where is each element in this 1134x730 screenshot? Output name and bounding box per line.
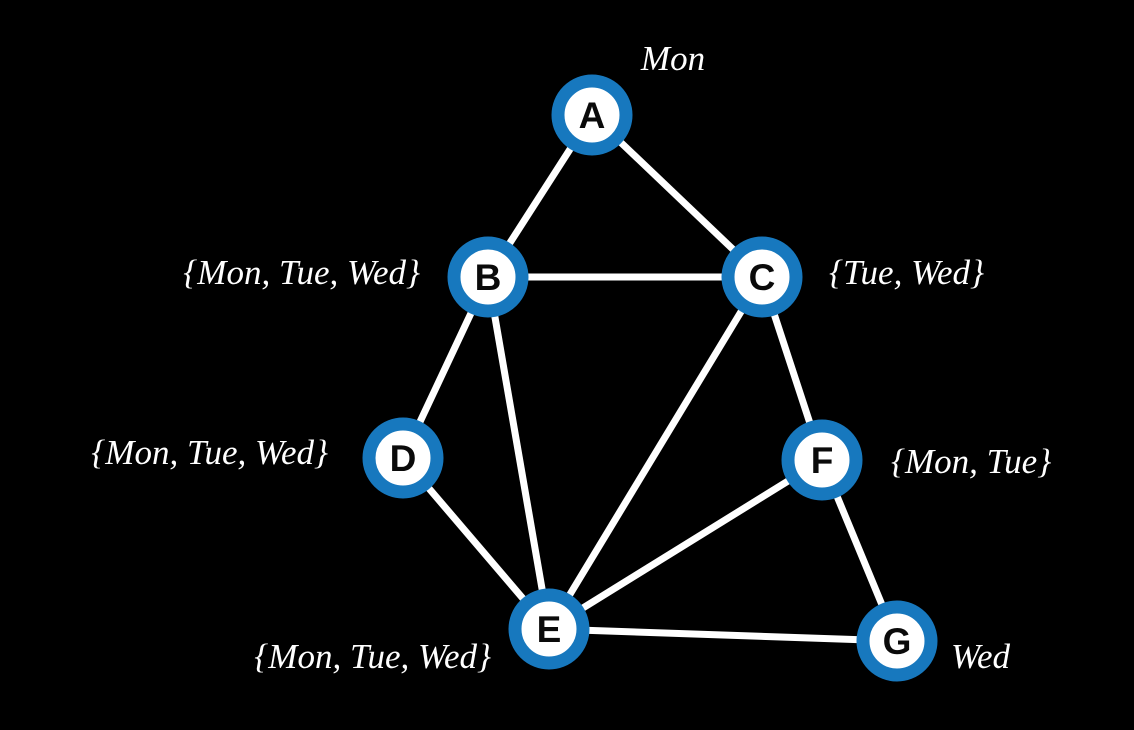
edge-C-E bbox=[546, 275, 765, 631]
node-letter-A: A bbox=[579, 95, 606, 136]
node-domain-label-A: Mon bbox=[640, 39, 705, 78]
node-B: B bbox=[447, 236, 529, 318]
node-circle-B bbox=[447, 236, 529, 318]
node-domain-label-F: {Mon, Tue} bbox=[891, 442, 1051, 481]
node-letter-D: D bbox=[390, 438, 417, 479]
node-circle-F bbox=[781, 419, 863, 501]
node-domain-label-B: {Mon, Tue, Wed} bbox=[183, 253, 420, 292]
node-letter-F: F bbox=[811, 440, 834, 481]
node-domain-label-E: {Mon, Tue, Wed} bbox=[254, 637, 491, 676]
node-F: F bbox=[781, 419, 863, 501]
node-letter-C: C bbox=[749, 257, 776, 298]
edge-E-G bbox=[548, 625, 898, 645]
node-circle-G bbox=[856, 600, 938, 682]
node-circle-C bbox=[721, 236, 803, 318]
edge-B-E bbox=[484, 276, 553, 630]
node-circle-A bbox=[551, 74, 633, 156]
node-C: C bbox=[721, 236, 803, 318]
edge-E-F bbox=[547, 457, 824, 632]
node-A: A bbox=[551, 74, 633, 156]
node-domain-label-D: {Mon, Tue, Wed} bbox=[91, 433, 328, 472]
node-domain-label-G: Wed bbox=[951, 637, 1010, 676]
node-circle-E bbox=[508, 588, 590, 670]
node-letter-B: B bbox=[475, 257, 502, 298]
node-D: D bbox=[362, 417, 444, 499]
node-E: E bbox=[508, 588, 590, 670]
node-letter-G: G bbox=[883, 621, 912, 662]
node-circle-D bbox=[362, 417, 444, 499]
node-letter-E: E bbox=[537, 609, 562, 650]
node-domain-label-C: {Tue, Wed} bbox=[829, 253, 984, 292]
node-G: G bbox=[856, 600, 938, 682]
